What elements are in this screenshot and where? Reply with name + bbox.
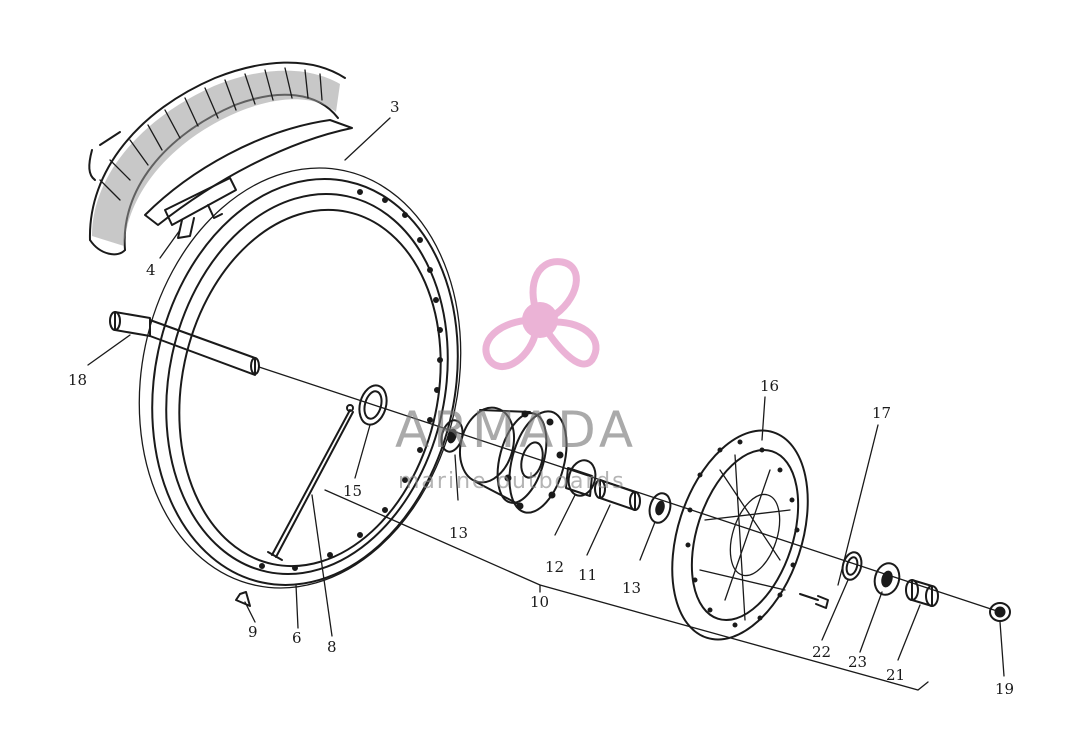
- callout-13-right: 13: [622, 579, 641, 597]
- callout-23: 23: [848, 653, 867, 671]
- callout-13-left: 13: [449, 524, 468, 542]
- callout-18: 18: [68, 371, 87, 389]
- callout-3: 3: [390, 98, 400, 116]
- propeller-logo-icon: [482, 258, 600, 371]
- callout-6: 6: [292, 629, 302, 647]
- callout-labels: 3 4 18 15 13 12 11 13 16 17 22 23 21 19 …: [68, 98, 1014, 698]
- tyre: [88, 61, 346, 256]
- callout-4: 4: [146, 261, 156, 279]
- callout-19: 19: [995, 680, 1014, 698]
- callout-9: 9: [248, 623, 258, 641]
- bearing-center: [565, 459, 597, 497]
- callout-17: 17: [872, 404, 891, 422]
- disc-bolt: [799, 593, 829, 609]
- rim-lock: [164, 177, 237, 239]
- wheel-rim: [138, 167, 462, 589]
- axle-nut: [989, 602, 1011, 622]
- brake-disc: [671, 429, 809, 641]
- spoke: [267, 404, 354, 561]
- callout-16: 16: [760, 377, 779, 395]
- watermark: ARMADA marine outboards: [395, 258, 637, 494]
- leader-lines: [87, 117, 1005, 691]
- bearing-right: [648, 492, 672, 524]
- callout-21: 21: [886, 666, 905, 684]
- callout-12: 12: [545, 558, 564, 576]
- callout-8: 8: [327, 638, 337, 656]
- watermark-tagline: marine outboards: [398, 469, 626, 494]
- callout-10: 10: [530, 593, 549, 611]
- spacer: [594, 479, 641, 511]
- dust-seal: [358, 384, 388, 426]
- callout-15: 15: [343, 482, 362, 500]
- watermark-brand: ARMADA: [395, 401, 637, 459]
- callout-22: 22: [812, 643, 831, 661]
- spoke-nipple: [235, 591, 251, 607]
- oil-seal: [873, 562, 901, 596]
- callout-11: 11: [578, 566, 597, 584]
- wheel-hub: [459, 406, 568, 514]
- axle-collar: [905, 579, 939, 607]
